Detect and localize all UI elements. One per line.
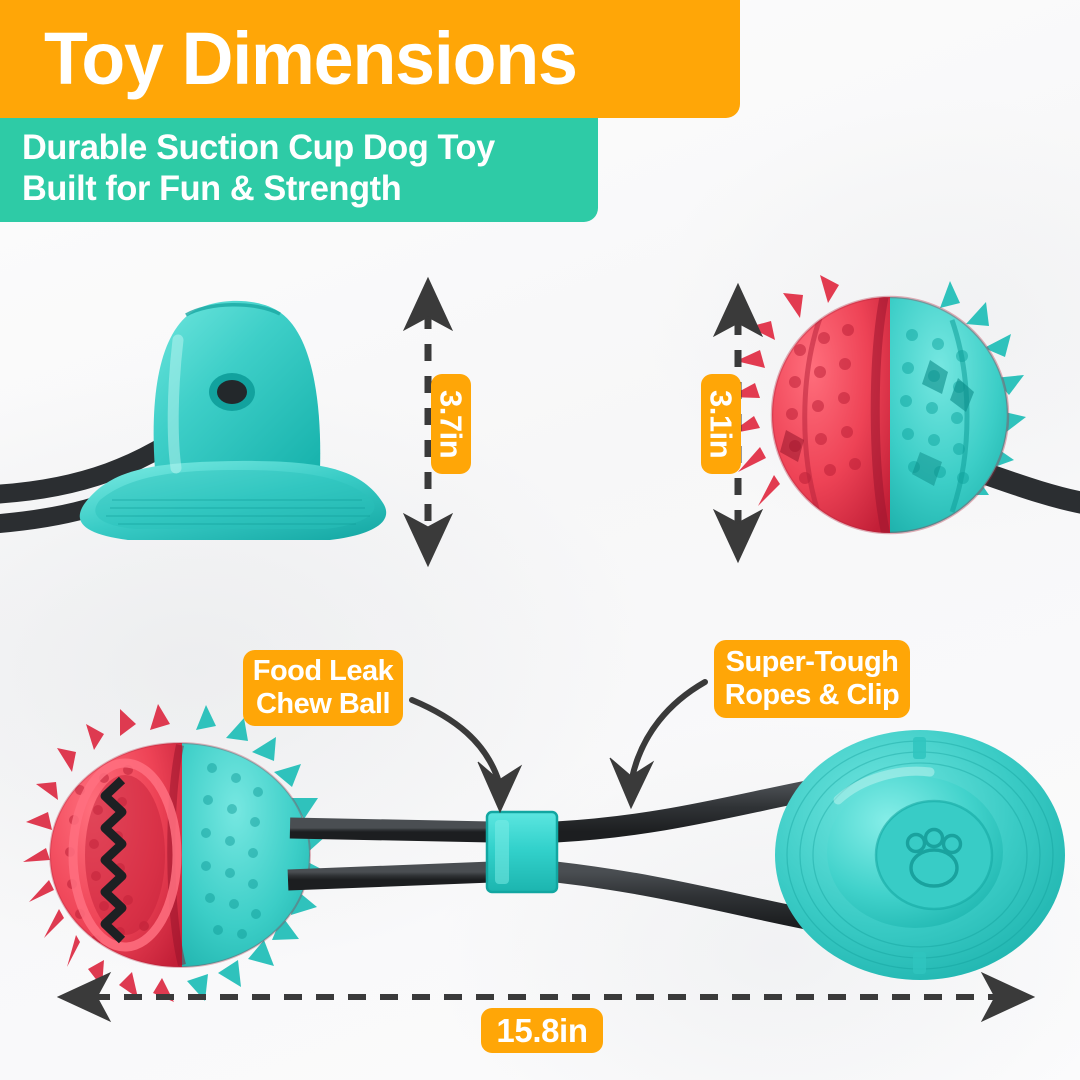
- callout-arrow-rope-clip: [629, 679, 708, 781]
- title-banner: Toy Dimensions: [0, 0, 740, 118]
- dimension-label-total-length: 15.8in: [481, 1008, 603, 1053]
- ball-spikes: [729, 275, 1026, 506]
- page-subtitle: Durable Suction Cup Dog Toy Built for Fu…: [22, 128, 495, 209]
- suction-cup-side-view: [0, 300, 387, 540]
- callout-arrow-chew-ball: [409, 697, 502, 785]
- callout-arrowhead-rope-clip: [609, 757, 655, 810]
- subtitle-banner: Durable Suction Cup Dog Toy Built for Fu…: [0, 118, 598, 222]
- rope-pair: [287, 775, 895, 935]
- dimension-label-suction-cup-height: 3.7in: [431, 374, 471, 474]
- page-title: Toy Dimensions: [44, 17, 578, 100]
- callout-label-chew-ball: Food Leak Chew Ball: [243, 650, 403, 726]
- spiky-chew-ball-closeup: [729, 275, 1080, 535]
- callout-arrowhead-chew-ball: [477, 761, 523, 814]
- assembly-ball-spikes: [23, 704, 327, 1002]
- rope-clip: [485, 810, 559, 894]
- paw-print-emboss: [905, 827, 963, 888]
- chew-ball-assembly: [23, 704, 895, 1002]
- dimension-label-ball-diameter: 3.1in: [701, 374, 741, 474]
- callout-label-rope-clip: Super-Tough Ropes & Clip: [714, 640, 910, 718]
- suction-cup-base: [775, 730, 1065, 980]
